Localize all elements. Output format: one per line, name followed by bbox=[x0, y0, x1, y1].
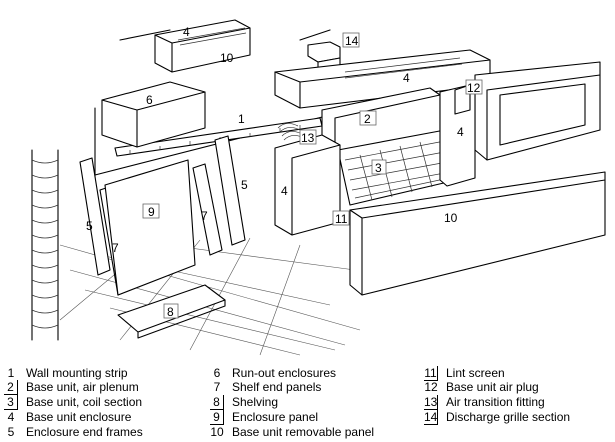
callout-4-right: 4 bbox=[457, 125, 464, 139]
callout-14: 14 bbox=[342, 32, 360, 48]
callout-2: 2 bbox=[359, 110, 377, 126]
callout-5-right: 5 bbox=[241, 178, 248, 192]
svg-text:7: 7 bbox=[201, 209, 208, 223]
callout-7-left: 7 bbox=[112, 241, 119, 255]
floor-grid bbox=[59, 237, 361, 356]
svg-text:14: 14 bbox=[345, 34, 359, 48]
shelf-end-panel-right bbox=[192, 163, 223, 256]
callout-10-top: 10 bbox=[220, 51, 234, 65]
svg-text:11: 11 bbox=[335, 212, 348, 226]
svg-text:1: 1 bbox=[238, 112, 245, 126]
callout-12: 12 bbox=[465, 79, 483, 95]
callout-9: 9 bbox=[142, 203, 160, 219]
callout-4-left: 4 bbox=[281, 184, 288, 198]
run-out-enclosure bbox=[101, 81, 206, 148]
svg-text:5: 5 bbox=[241, 178, 248, 192]
enclosure-end-frame-left bbox=[79, 157, 111, 276]
flex-duct bbox=[31, 149, 59, 341]
callout-11: 11 bbox=[332, 210, 350, 226]
svg-text:12: 12 bbox=[467, 81, 481, 95]
svg-text:9: 9 bbox=[148, 205, 155, 219]
callout-6: 6 bbox=[146, 93, 153, 107]
callout-3: 3 bbox=[371, 159, 387, 175]
callout-4-top: 4 bbox=[183, 25, 190, 39]
svg-text:4: 4 bbox=[183, 25, 190, 39]
enclosure-panel bbox=[104, 159, 196, 296]
svg-text:5: 5 bbox=[86, 219, 93, 233]
svg-text:3: 3 bbox=[375, 161, 382, 175]
base-unit-removable-panel bbox=[349, 171, 606, 296]
svg-text:2: 2 bbox=[364, 112, 371, 126]
callout-10: 10 bbox=[444, 211, 458, 225]
svg-text:4: 4 bbox=[281, 184, 288, 198]
svg-text:8: 8 bbox=[167, 305, 174, 319]
svg-text:10: 10 bbox=[220, 51, 234, 65]
svg-text:6: 6 bbox=[146, 93, 153, 107]
callout-1: 1 bbox=[238, 112, 245, 126]
callout-8: 8 bbox=[163, 303, 179, 319]
enclosure-end-frame-right bbox=[214, 135, 246, 246]
callout-7-right: 7 bbox=[201, 209, 208, 223]
svg-text:4: 4 bbox=[403, 71, 410, 85]
svg-text:13: 13 bbox=[301, 131, 315, 145]
svg-text:7: 7 bbox=[112, 241, 119, 255]
callout-5-left: 5 bbox=[86, 219, 93, 233]
svg-text:10: 10 bbox=[444, 211, 458, 225]
callout-4-lid: 4 bbox=[403, 71, 410, 85]
discharge-grille-top bbox=[154, 19, 251, 73]
base-unit-right-enclosure bbox=[474, 61, 601, 161]
air-transition-fitting bbox=[277, 123, 305, 141]
svg-text:4: 4 bbox=[457, 125, 464, 139]
callout-13: 13 bbox=[299, 129, 317, 145]
